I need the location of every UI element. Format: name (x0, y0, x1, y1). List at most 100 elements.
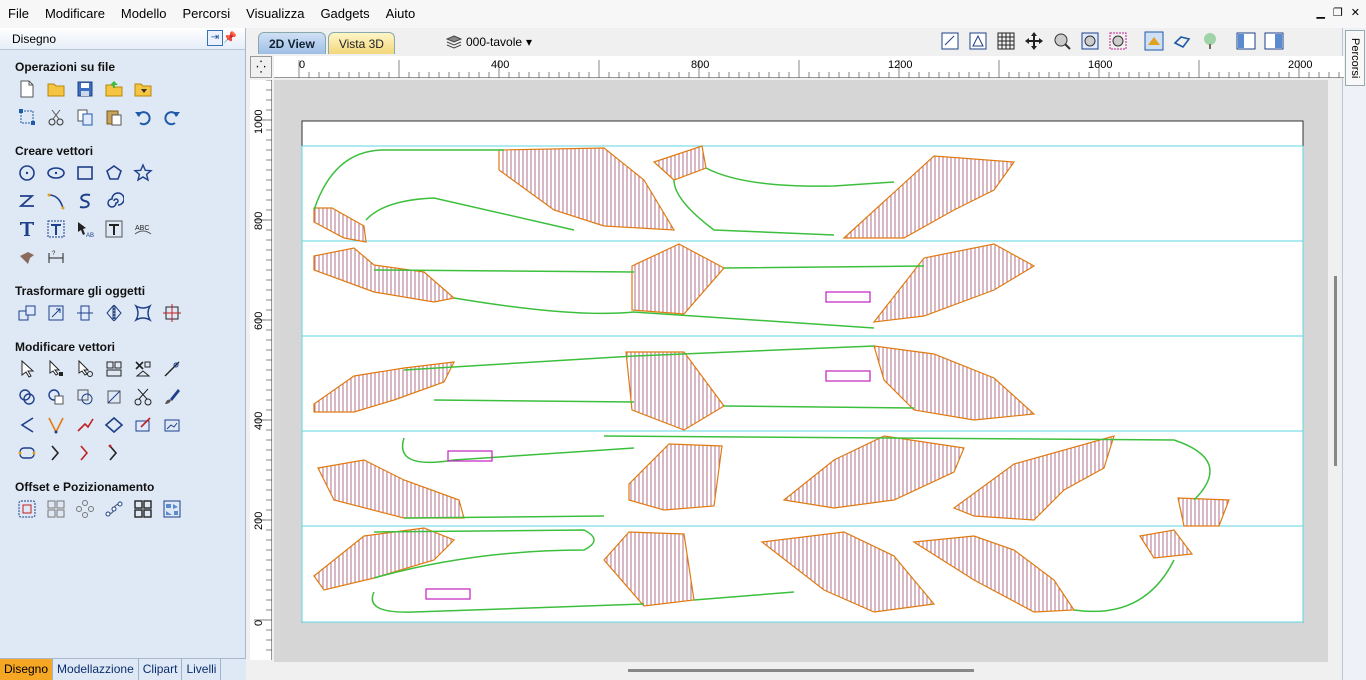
edit-node-dots-icon[interactable] (16, 442, 38, 464)
text-arc-icon[interactable]: ABC (132, 218, 154, 240)
bezier-curve-icon[interactable] (74, 190, 96, 212)
save-icon[interactable] (74, 78, 96, 100)
save-as-folder-icon[interactable] (103, 78, 125, 100)
tab-clipart[interactable]: Clipart (139, 659, 183, 680)
snap-to-grid-icon[interactable] (966, 29, 990, 53)
chamfer-icon[interactable] (45, 414, 67, 436)
offset-node-icon[interactable] (132, 414, 154, 436)
zoom-box-icon[interactable] (1050, 29, 1074, 53)
text-on-curve-icon[interactable]: AB (74, 218, 96, 240)
nesting-icon[interactable] (132, 498, 154, 520)
horizontal-scrollbar[interactable] (274, 662, 1328, 680)
bracket-red-icon[interactable] (74, 442, 96, 464)
new-file-icon[interactable] (16, 78, 38, 100)
tab-percorsi[interactable]: Percorsi (1345, 30, 1365, 86)
bitmap-trace-icon[interactable] (16, 246, 38, 268)
fillet-icon[interactable] (16, 414, 38, 436)
toolpath-preview-icon[interactable] (1170, 29, 1194, 53)
drawing-canvas[interactable] (274, 80, 1328, 662)
scissors-icon[interactable] (132, 386, 154, 408)
redo-icon[interactable] (161, 106, 183, 128)
rectangle-icon[interactable] (74, 162, 96, 184)
zoom-selection-icon[interactable] (1106, 29, 1130, 53)
offset-icon[interactable] (16, 498, 38, 520)
menu-file[interactable]: File (8, 6, 29, 21)
menu-aiuto[interactable]: Aiuto (385, 6, 416, 21)
mirror-icon[interactable] (103, 302, 125, 324)
distort-icon[interactable] (132, 302, 154, 324)
polygon-icon[interactable] (103, 162, 125, 184)
fit-curves-icon[interactable] (161, 414, 183, 436)
move-icon[interactable] (16, 302, 38, 324)
extend-vector-icon[interactable] (161, 358, 183, 380)
pan-icon[interactable] (1022, 29, 1046, 53)
dimension-icon[interactable]: ? (45, 246, 67, 268)
array-copy-icon[interactable] (45, 498, 67, 520)
tab-3d-view[interactable]: Vista 3D (327, 32, 395, 54)
tree-icon[interactable] (1198, 29, 1222, 53)
import-folder-icon[interactable] (132, 78, 154, 100)
trim-icon[interactable] (103, 386, 125, 408)
zoom-fit-icon[interactable] (1078, 29, 1102, 53)
vruler-label-800: 800 (253, 212, 265, 230)
page-setup-icon[interactable] (938, 29, 962, 53)
copy-icon[interactable] (74, 106, 96, 128)
tab-livelli[interactable]: Livelli (182, 659, 222, 680)
select-pointer-icon[interactable] (16, 358, 38, 380)
hruler-label-0: 0 (299, 59, 305, 71)
subtract-icon[interactable] (45, 386, 67, 408)
align-distribute-icon[interactable] (103, 358, 125, 380)
copy-along-path-icon[interactable] (103, 498, 125, 520)
text-box-icon[interactable] (45, 218, 67, 240)
paste-icon[interactable] (103, 106, 125, 128)
toolpath-view-icon[interactable] (1142, 29, 1166, 53)
menu-gadgets[interactable]: Gadgets (320, 6, 370, 21)
spiral-icon[interactable] (103, 190, 125, 212)
node-edit-icon[interactable] (45, 358, 67, 380)
circle-icon[interactable] (16, 162, 38, 184)
vertical-scrollbar[interactable] (1328, 80, 1342, 662)
auto-nest-icon[interactable] (161, 498, 183, 520)
circular-array-icon[interactable] (74, 498, 96, 520)
dock-icon[interactable]: ⇥ (207, 30, 223, 46)
menu-modello[interactable]: Modello (120, 6, 167, 21)
close-vector-icon[interactable] (103, 414, 125, 436)
interactive-select-icon[interactable] (74, 358, 96, 380)
bracket-step-icon[interactable] (103, 442, 125, 464)
pin-icon[interactable]: 📌 (223, 32, 237, 44)
minimize-icon[interactable]: ▁ (1316, 7, 1325, 19)
scale-icon[interactable] (45, 302, 67, 324)
select-all-icon[interactable] (16, 106, 38, 128)
ruler-origin[interactable]: ⁛ (250, 56, 272, 78)
layout-left-icon[interactable] (1234, 29, 1258, 53)
smooth-brush-icon[interactable] (161, 386, 183, 408)
rotate-icon[interactable] (74, 302, 96, 324)
polyline-icon[interactable] (16, 190, 38, 212)
menu-percorsi[interactable]: Percorsi (182, 6, 231, 21)
delete-node-icon[interactable] (132, 358, 154, 380)
text-block-icon[interactable] (103, 218, 125, 240)
layout-split-icon[interactable] (1262, 29, 1286, 53)
weld-icon[interactable] (16, 386, 38, 408)
tab-modellazzione[interactable]: Modellazzione (53, 659, 139, 680)
tab-2d-view[interactable]: 2D View (258, 32, 326, 54)
tab-disegno[interactable]: Disegno (0, 659, 54, 680)
menu-visualizza[interactable]: Visualizza (246, 6, 305, 21)
close-icon[interactable]: ✕ (1350, 7, 1360, 19)
star-icon[interactable] (132, 162, 154, 184)
align-center-icon[interactable] (161, 302, 183, 324)
menu-modificare[interactable]: Modificare (44, 6, 105, 21)
ellipse-icon[interactable] (45, 162, 67, 184)
text-icon[interactable] (16, 218, 38, 240)
undo-icon[interactable] (132, 106, 154, 128)
restore-icon[interactable]: ❐ (1332, 7, 1343, 19)
bracket-icon[interactable] (45, 442, 67, 464)
grid-icon[interactable] (994, 29, 1018, 53)
cut-icon[interactable] (45, 106, 67, 128)
layer-dropdown[interactable]: 000-tavole ▾ (446, 33, 532, 51)
intersect-icon[interactable] (74, 386, 96, 408)
arc-icon[interactable] (45, 190, 67, 212)
hruler-label-800: 800 (691, 59, 709, 71)
join-vectors-icon[interactable] (74, 414, 96, 436)
open-folder-icon[interactable] (45, 78, 67, 100)
